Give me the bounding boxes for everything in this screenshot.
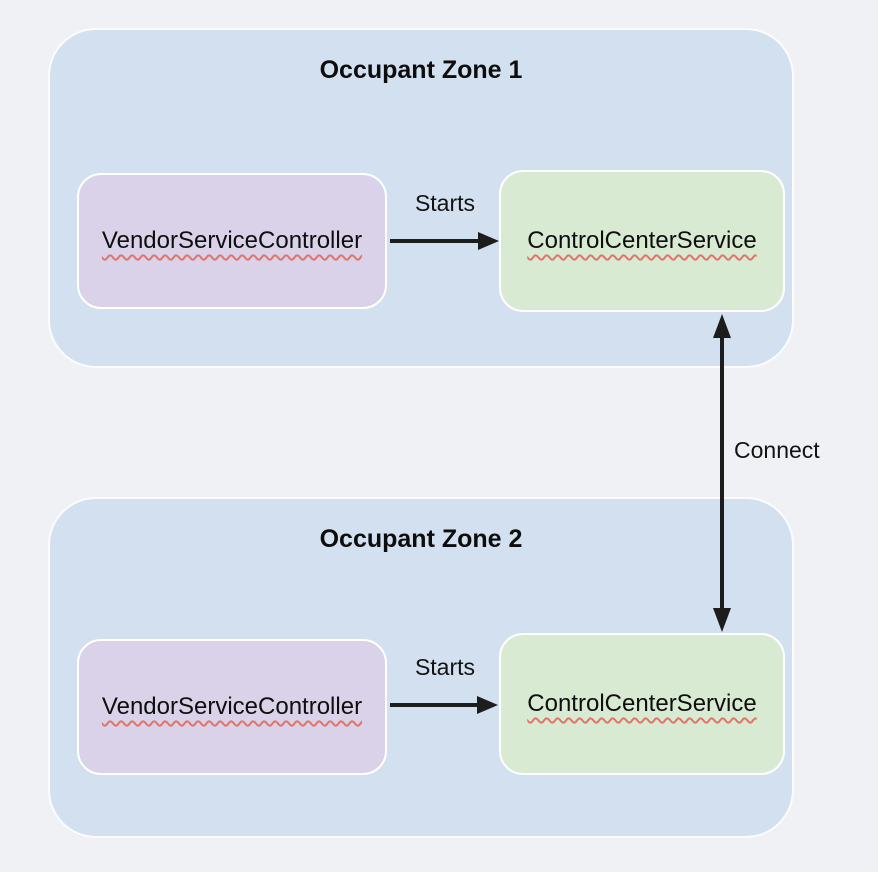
zone-1-control-center-service-box: ControlCenterService <box>499 170 785 312</box>
connect-label: Connect <box>734 437 820 463</box>
zone-2-control-center-service-label: ControlCenterService <box>527 690 757 717</box>
zone-1-control-center-service-label: ControlCenterService <box>527 227 757 254</box>
zone-2-title: Occupant Zone 2 <box>319 525 523 553</box>
zone-1-title: Occupant Zone 1 <box>319 56 523 84</box>
zone-1-vendor-service-controller-box: VendorServiceController <box>77 173 387 309</box>
zone-2-vendor-service-controller-label: VendorServiceController <box>101 693 363 720</box>
starts-label-zone-1: Starts <box>414 190 476 216</box>
zone-1-vendor-service-controller-label: VendorServiceController <box>101 227 363 254</box>
zone-2-control-center-service-box: ControlCenterService <box>499 633 785 775</box>
zone-2-vendor-service-controller-box: VendorServiceController <box>77 639 387 775</box>
starts-label-zone-2: Starts <box>414 654 476 680</box>
